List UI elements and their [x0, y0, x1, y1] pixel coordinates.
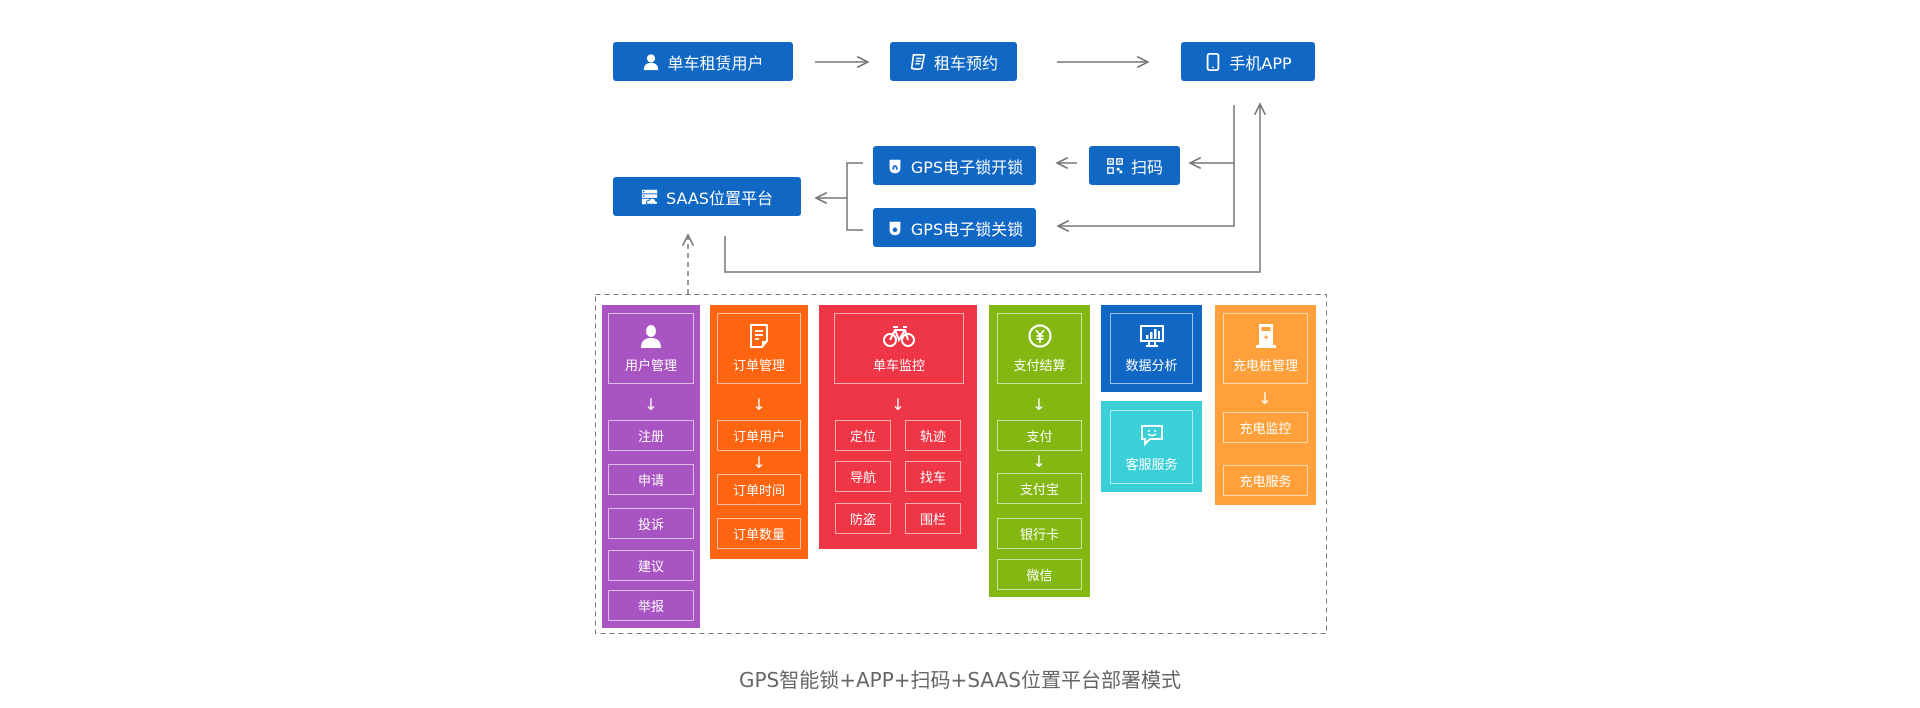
user-icon [641, 325, 661, 348]
user-management-header: 用户管理 [608, 313, 694, 384]
reservation-label: 租车预约 [933, 53, 998, 73]
charging-header: 充电桩管理 [1223, 313, 1308, 384]
payment-header: 支付结算 [997, 313, 1082, 384]
order-item-count: 订单数量 [717, 518, 801, 549]
user-item-register: 注册 [608, 420, 694, 451]
document-icon [909, 52, 927, 72]
saas-platform-node: SAAS位置平台 [613, 177, 801, 216]
down-arrow-icon: ↓ [1032, 452, 1046, 471]
line-saas-to-app [724, 104, 1260, 273]
bracket-locks [846, 162, 863, 231]
data-analysis-title: 数据分析 [1125, 359, 1178, 374]
customer-service-header: 客服服务 [1110, 410, 1193, 484]
payment-item-pay: 支付 [997, 420, 1082, 451]
mobile-app-label: 手机APP [1229, 53, 1292, 73]
gps-lock-label: GPS电子锁关锁 [910, 219, 1024, 239]
bicycle-icon [883, 326, 915, 347]
user-icon [642, 52, 660, 72]
bike-monitor-title: 单车监控 [872, 359, 925, 374]
saas-platform-label: SAAS位置平台 [666, 188, 773, 208]
gps-lock-node: GPS电子锁关锁 [873, 208, 1036, 247]
payment-item-wechat: 微信 [997, 559, 1082, 590]
order-management-header: 订单管理 [717, 313, 801, 384]
payment-item-bank-card: 银行卡 [997, 518, 1082, 549]
user-item-complaint: 投诉 [608, 508, 694, 539]
modules-dashed-frame [595, 294, 1327, 634]
user-management-title: 用户管理 [624, 359, 677, 374]
document-icon [750, 324, 768, 348]
user-item-report: 举报 [608, 590, 694, 621]
down-arrow-icon: ↓ [752, 453, 766, 472]
order-item-user: 订单用户 [717, 420, 801, 451]
charging-item-monitor: 充电监控 [1223, 412, 1308, 443]
yuan-icon [1027, 324, 1052, 348]
customer-service-title: 客服服务 [1125, 457, 1178, 473]
phone-icon [1204, 52, 1222, 72]
down-arrow-icon: ↓ [1032, 395, 1046, 414]
scan-node: 扫码 [1089, 146, 1180, 185]
user-item-apply: 申请 [608, 464, 694, 495]
payment-title: 支付结算 [1013, 359, 1066, 374]
bike-monitor-panel [819, 305, 977, 549]
charging-title: 充电桩管理 [1232, 359, 1298, 374]
gps-unlock-node: GPS电子锁开锁 [873, 146, 1036, 185]
user-management-panel [602, 305, 700, 628]
charging-item-service: 充电服务 [1223, 465, 1308, 496]
data-analysis-panel [1101, 305, 1202, 392]
lock-closed-icon [886, 218, 904, 238]
customer-service-panel [1101, 401, 1202, 492]
reservation-node: 租车预约 [890, 42, 1017, 81]
rental-user-label: 单车租赁用户 [667, 53, 764, 73]
down-arrow-icon: ↓ [752, 395, 766, 414]
bike-monitor-header: 单车监控 [834, 313, 964, 384]
line-app-down [1058, 105, 1235, 226]
rental-user-node: 单车租赁用户 [613, 42, 793, 81]
qr-code-icon [1106, 156, 1124, 176]
user-item-suggestion: 建议 [608, 550, 694, 581]
bike-item-track: 轨迹 [905, 420, 961, 451]
charging-station-icon [1255, 324, 1276, 348]
down-arrow-icon: ↓ [891, 395, 905, 414]
bike-item-locate: 定位 [835, 420, 891, 451]
order-item-time: 订单时间 [717, 474, 801, 505]
order-management-title: 订单管理 [732, 359, 785, 374]
bike-item-geofence: 围栏 [905, 503, 961, 534]
monitor-chart-icon [1139, 325, 1164, 347]
down-arrow-icon: ↓ [1258, 389, 1272, 408]
payment-item-alipay: 支付宝 [997, 473, 1082, 504]
data-analysis-header: 数据分析 [1110, 313, 1193, 384]
bike-item-navigate: 导航 [835, 461, 891, 492]
lock-open-icon [886, 156, 904, 176]
gps-unlock-label: GPS电子锁开锁 [910, 157, 1024, 177]
mobile-app-node: 手机APP [1181, 42, 1315, 81]
diagram-caption: GPS智能锁+APP+扫码+SAAS位置平台部署模式 [738, 668, 1181, 692]
chat-smile-icon [1140, 424, 1163, 446]
bike-item-find: 找车 [905, 461, 961, 492]
bike-item-antitheft: 防盗 [835, 503, 891, 534]
server-cloud-icon [641, 187, 659, 207]
scan-label: 扫码 [1130, 157, 1163, 177]
down-arrow-icon: ↓ [644, 395, 658, 414]
